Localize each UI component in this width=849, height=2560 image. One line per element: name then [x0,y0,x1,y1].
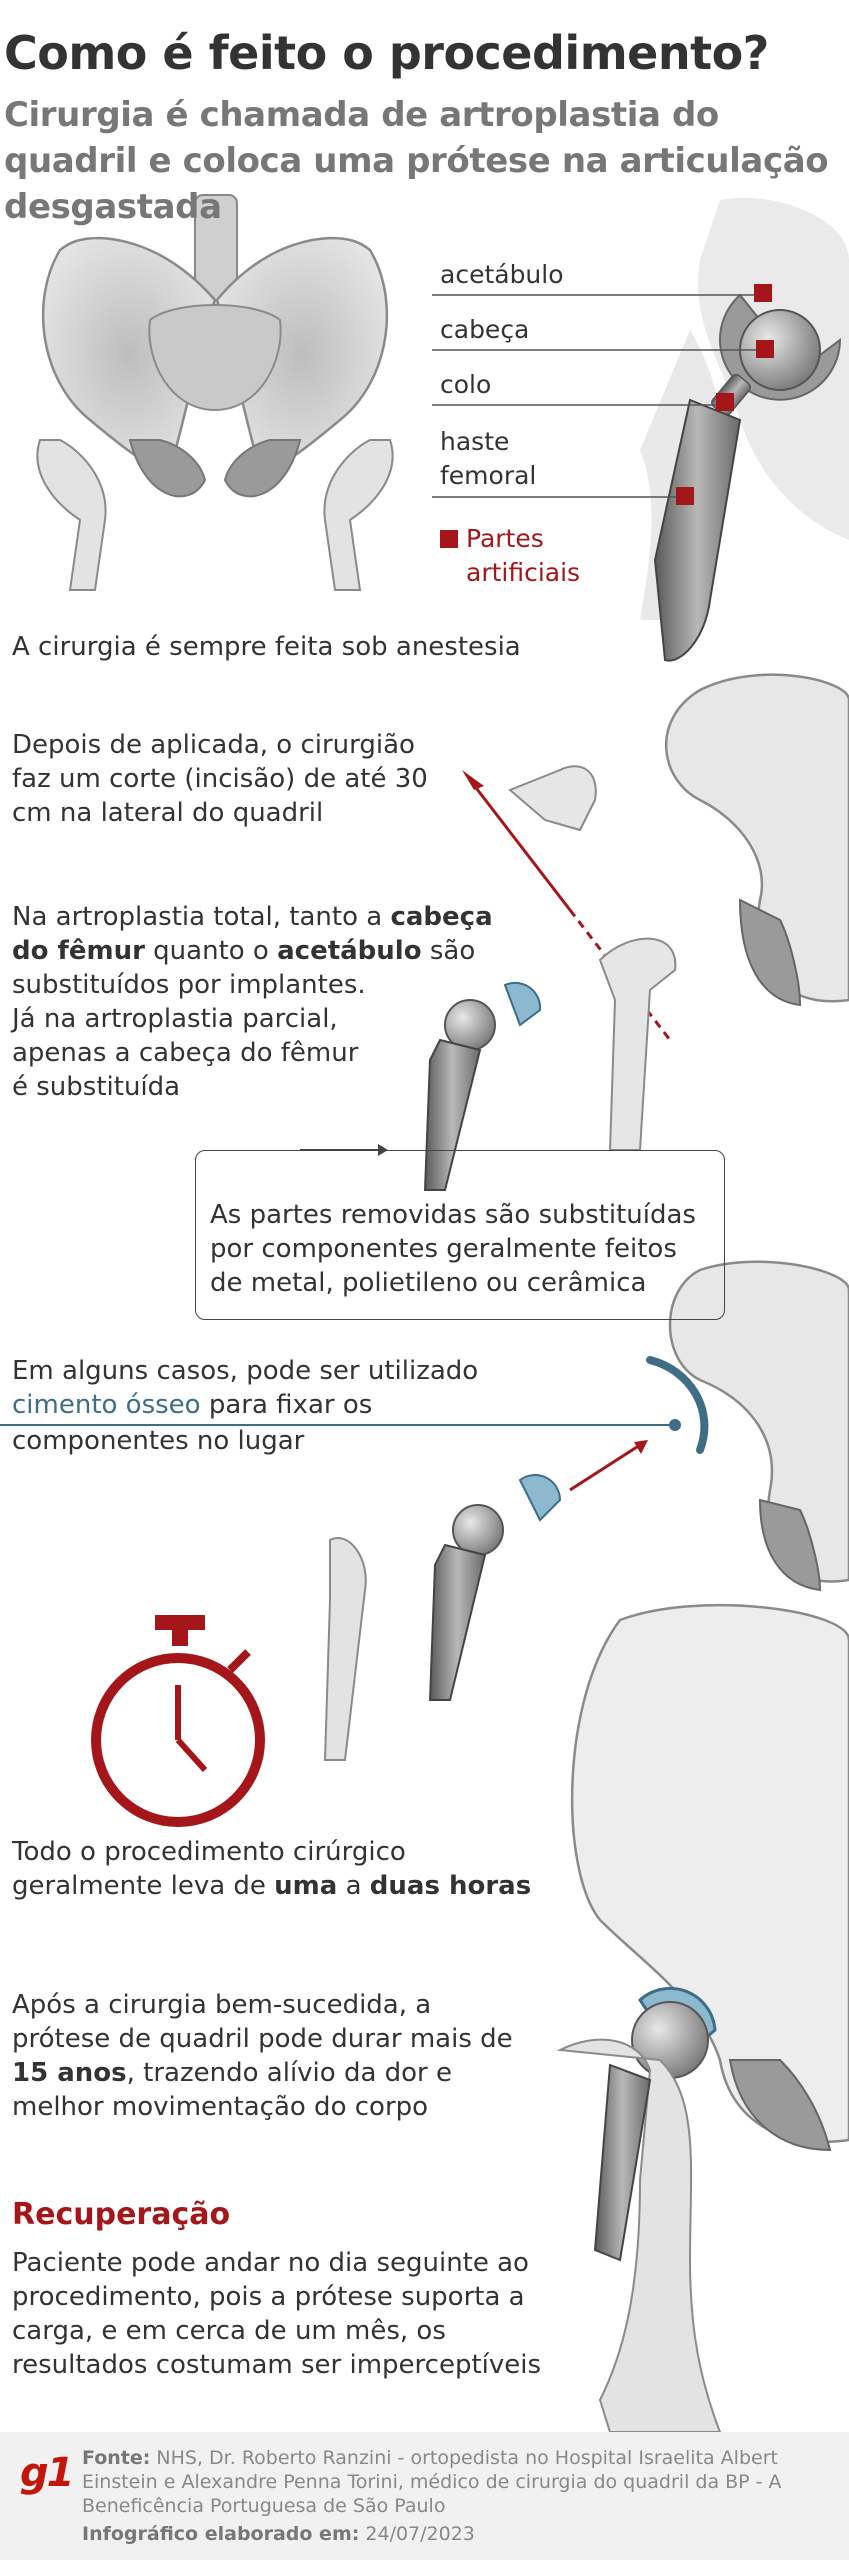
recuperacao-text: Paciente pode andar no dia seguinte ao p… [12,2248,542,2380]
footer-source: Fonte: NHS, Dr. Roberto Ranzini - ortope… [82,2447,782,2517]
step-parcial: Já na artroplastia parcial, apenas a cab… [12,1004,359,1102]
pelvis-illustration [36,194,394,591]
step-anestesia: A cirurgia é sempre feita sob anestesia [12,632,521,662]
cement-illustration [0,1260,849,1761]
legend-label-2: artificiais [466,558,581,587]
hip-implant-illustration [432,198,849,662]
legend-swatch [440,530,458,548]
step-apos: Após a cirurgia bem-sucedida, a prótese … [12,1990,513,2122]
page-subtitle: Cirurgia é chamada de artroplastia do qu… [4,95,829,227]
step-removidas: As partes removidas são substituídas por… [210,1200,696,1298]
page-title: Como é feito o procedimento? [4,26,769,80]
step-total: Na artroplastia total, tanto a cabeça do… [12,902,493,1000]
step-cimento-1: Em alguns casos, pode ser utilizado [12,1356,479,1386]
label-haste: haste [440,427,510,456]
footer: g1 Fonte: NHS, Dr. Roberto Ranzini - ort… [0,2432,849,2560]
stopwatch-icon [91,1615,265,1827]
callout-box [195,1150,725,1320]
step-cimento-3: componentes no lugar [12,1426,305,1456]
label-colo: colo [440,370,492,399]
legend-label-1: Partes [466,524,544,553]
incision-illustration [300,673,849,1191]
final-hip-illustration [556,1603,849,2433]
label-cabeca: cabeça [440,315,530,344]
step-cimento-2: cimento ósseo para fixar os [12,1390,373,1420]
footer-date: Infográfico elaborado em: 24/07/2023 [82,2523,475,2545]
recuperacao-title: Recuperação [12,2197,231,2232]
label-femoral: femoral [440,461,537,490]
step-corte: Depois de aplicada, o cirurgião faz um c… [12,730,428,828]
label-acetabulo: acetábulo [440,260,564,289]
step-duracao-2: geralmente leva de uma a duas horas [12,1871,532,1901]
step-duracao-1: Todo o procedimento cirúrgico [12,1837,406,1867]
g1-logo: g1 [20,2450,74,2496]
